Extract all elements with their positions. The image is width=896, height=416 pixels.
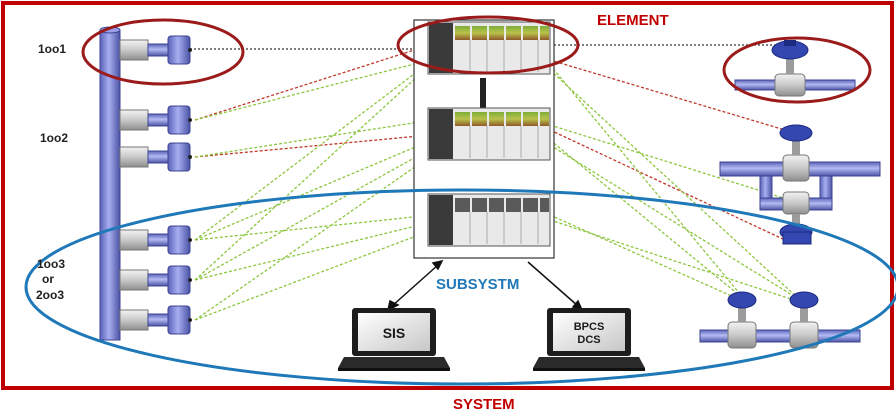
link-green-4 — [194, 139, 433, 241]
link-green-13 — [549, 139, 746, 301]
subsystem-highlight — [24, 188, 896, 386]
link-green-14 — [549, 144, 801, 301]
system-label: SYSTEM — [453, 396, 515, 413]
link-green-12 — [549, 69, 801, 301]
bpcs-workstation: BPCS DCS — [533, 308, 645, 371]
link-green-3 — [194, 61, 431, 241]
link-red-2 — [194, 134, 431, 158]
control-valve-1oo1 — [734, 40, 856, 97]
control-valve-2oo3-assembly — [699, 291, 861, 349]
link-green-10 — [194, 229, 433, 321]
link-green-16 — [549, 219, 801, 303]
plc-rack-1 — [427, 21, 551, 75]
link-red-4 — [549, 129, 786, 241]
outer-frame — [1, 1, 894, 390]
link-green-1 — [194, 59, 431, 121]
link-green-17 — [549, 124, 791, 201]
element-label: ELEMENT — [597, 12, 669, 29]
control-valve-1oo2-assembly — [719, 124, 881, 245]
voting-label-1oo3: 1oo3 — [37, 257, 66, 271]
sensor-group-1oo1 — [119, 35, 192, 65]
element-highlight-valve — [722, 36, 872, 104]
valve-actuator — [727, 291, 757, 349]
voting-label-1oo1: 1oo1 — [38, 42, 67, 56]
voting-label-1oo2: 1oo2 — [40, 131, 69, 145]
subsystem-label: SUBSYSTM — [436, 276, 520, 293]
plc-rack-3 — [427, 193, 551, 247]
bpcs-label: BPCS — [574, 321, 605, 333]
voting-label-2oo3: 2oo3 — [36, 288, 65, 302]
dcs-label: DCS — [577, 334, 600, 346]
sis-workstation: SIS — [338, 308, 450, 371]
process-pipe — [99, 26, 121, 341]
sensor-group-1oo2 — [119, 105, 192, 172]
valve-actuator — [779, 124, 813, 182]
link-green-11 — [549, 64, 746, 301]
pressure-transmitter — [119, 35, 192, 65]
link-green-9 — [194, 154, 433, 321]
logic-solver-cabinet — [413, 19, 555, 259]
pressure-transmitter — [119, 142, 192, 172]
pressure-transmitter — [119, 265, 192, 295]
link-green-7 — [194, 147, 433, 281]
sis-label: SIS — [383, 325, 406, 341]
voting-label-or: or — [42, 272, 54, 286]
pressure-transmitter — [119, 225, 192, 255]
element-highlight-logic — [396, 15, 580, 75]
valve-actuator — [789, 291, 819, 349]
plc-rack-2 — [427, 107, 551, 161]
link-green-5 — [194, 214, 433, 241]
element-highlight-sensor — [81, 18, 245, 86]
connection-lines — [190, 44, 801, 321]
sensor-group-2oo3 — [119, 225, 192, 335]
link-red-1 — [194, 44, 431, 121]
pressure-transmitter — [119, 305, 192, 335]
chassis-link-bar — [480, 78, 486, 108]
link-green-15 — [549, 214, 746, 303]
link-green-8 — [194, 221, 433, 281]
link-red-3 — [549, 59, 786, 131]
link-green-6 — [194, 64, 431, 281]
pressure-transmitter — [119, 105, 192, 135]
